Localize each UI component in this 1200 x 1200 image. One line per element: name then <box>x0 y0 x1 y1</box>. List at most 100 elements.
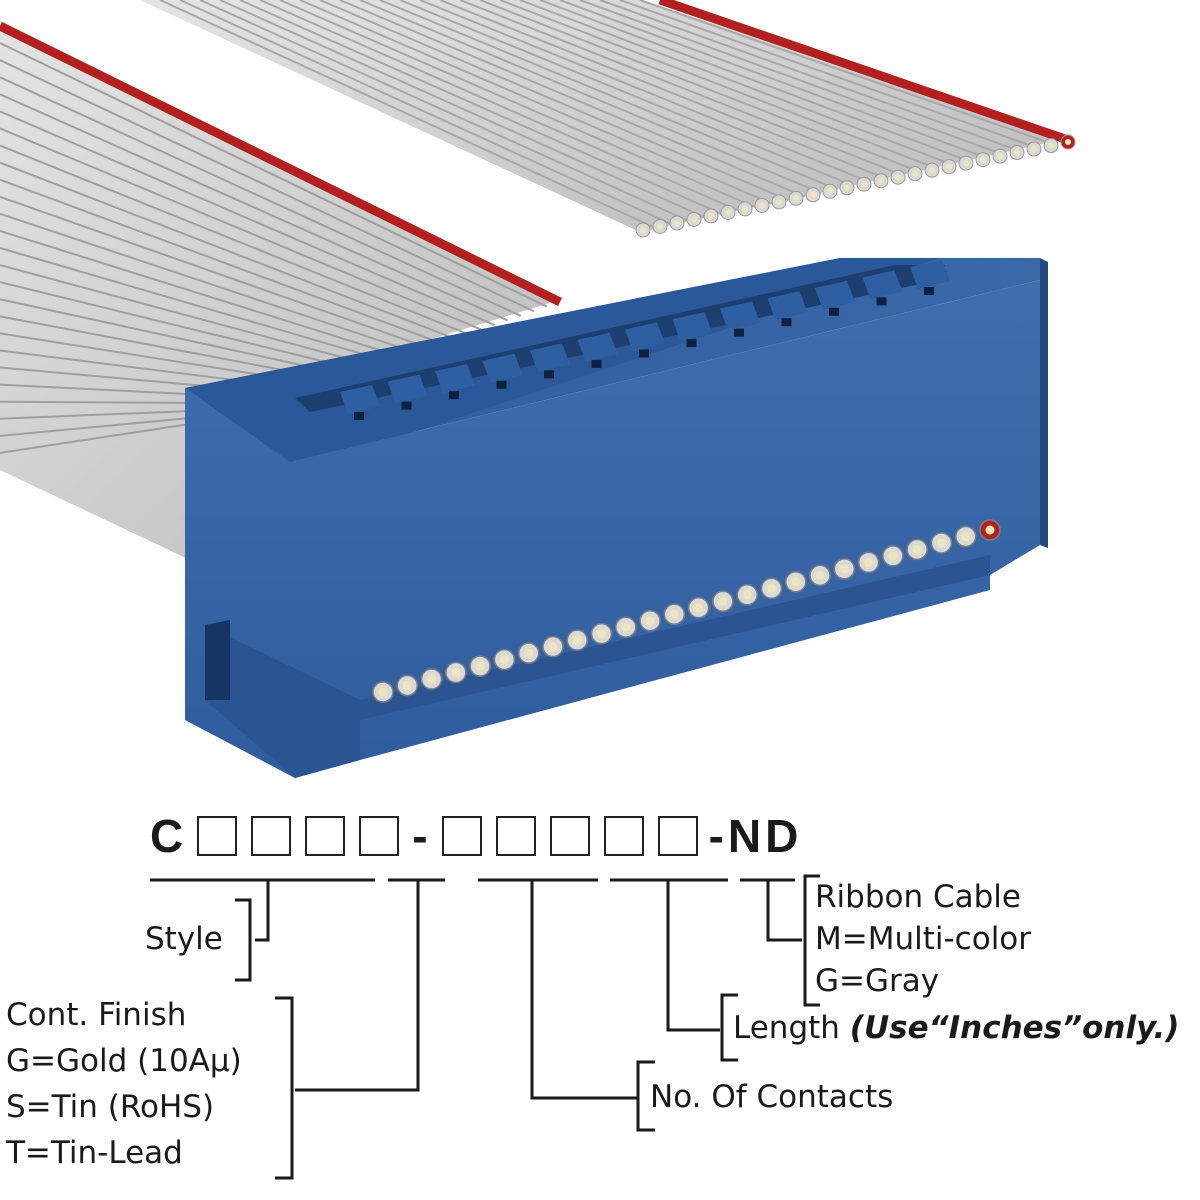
wire-separator <box>259 0 740 212</box>
cont-finish-option-tin-lead: T=Tin-Lead <box>6 1135 183 1171</box>
wire-separator <box>0 161 456 340</box>
contact-opening <box>544 370 554 379</box>
contact-opening <box>354 412 364 420</box>
pin-core <box>499 655 509 665</box>
contact-opening <box>449 391 459 400</box>
conductor-core <box>810 191 816 198</box>
wire-separator <box>359 0 822 194</box>
ribbon-cable-title: Ribbon Cable <box>815 879 1021 915</box>
cont-finish-title: Cont. Finish <box>6 997 187 1033</box>
part-number-separator: - <box>412 810 429 862</box>
pin-core <box>475 661 485 671</box>
wire-separator <box>199 0 690 223</box>
wire-separator <box>0 110 496 326</box>
conductor-core <box>1031 146 1037 153</box>
slot-tooth <box>720 301 760 331</box>
pin-core <box>985 525 995 535</box>
style-finish-box-group <box>190 816 406 856</box>
conductor-core <box>895 174 901 181</box>
pin-core <box>694 603 704 613</box>
pin-core <box>815 570 825 580</box>
pin-core <box>961 531 971 541</box>
slot-tooth <box>767 291 808 321</box>
conductor-core <box>691 216 697 223</box>
length-note-close: only.) <box>1082 1010 1180 1046</box>
slot-tooth <box>625 322 665 352</box>
pin-core <box>621 622 631 632</box>
part-number-box <box>549 816 590 856</box>
ribbon-cable-upper <box>140 0 1076 238</box>
pin-core <box>864 557 874 567</box>
contact-opening <box>401 401 412 410</box>
wire-separator <box>159 0 657 230</box>
conductor-core <box>980 156 986 163</box>
slot-tooth <box>482 353 523 383</box>
wire-separator <box>0 144 469 336</box>
pin-core <box>451 668 461 678</box>
connector-illustration <box>0 0 1076 778</box>
wire-separator <box>179 0 674 226</box>
pin-core <box>839 564 849 574</box>
contact-opening <box>781 318 792 327</box>
style-label: Style <box>145 921 223 957</box>
conductor-core <box>1048 142 1054 149</box>
conductor-core <box>657 223 663 230</box>
pin-core <box>427 674 437 684</box>
conductor-core <box>997 153 1003 160</box>
wire-separator <box>339 0 806 198</box>
pin-core <box>912 544 922 554</box>
wire-separator <box>279 0 756 209</box>
part-number-box <box>251 816 292 856</box>
slot-tooth <box>815 280 855 310</box>
wire-separator <box>559 0 987 159</box>
conductor-core <box>793 195 799 202</box>
ribbon-cable-option-multicolor: M=Multi-color <box>815 921 1032 957</box>
conductor-core <box>1065 139 1071 145</box>
conductor-core <box>725 209 731 216</box>
pin-core <box>548 642 558 652</box>
wire-separator <box>539 0 970 163</box>
cont-finish-option-gold: G=Gold (10Aμ) <box>6 1043 242 1079</box>
pin-core <box>766 583 776 593</box>
pin-core <box>572 635 582 645</box>
wire-separator <box>219 0 707 219</box>
contact-opening <box>734 328 744 337</box>
conductor-core <box>776 198 782 205</box>
pin-core <box>645 616 655 626</box>
conductor-core <box>912 170 918 177</box>
wire-separator <box>579 0 1003 156</box>
wire-separator <box>0 264 378 368</box>
pin-core <box>597 629 607 639</box>
conductor-core <box>759 202 765 209</box>
contact-opening <box>496 380 507 389</box>
length-title: Length <box>733 1010 840 1046</box>
wire-separator <box>0 59 535 313</box>
wire-separator <box>639 0 1052 145</box>
red-stripe-lower <box>0 21 562 307</box>
wire-separator <box>619 0 1036 149</box>
contact-opening <box>639 349 649 358</box>
part-number-suffix: -ND <box>708 810 803 862</box>
part-number-prefix: C <box>150 810 185 862</box>
wire-separator <box>419 0 871 184</box>
wire-separator <box>239 0 723 216</box>
slot-tooth <box>910 260 950 289</box>
conductor-core <box>878 177 884 184</box>
conductor-core <box>844 184 850 191</box>
wire-separator <box>0 178 443 345</box>
pin-core <box>378 687 388 697</box>
pin-core <box>402 681 412 691</box>
wire-separator <box>0 93 509 322</box>
slot-tooth <box>387 374 428 404</box>
wire-separator <box>499 0 937 170</box>
no-of-contacts-label: No. Of Contacts <box>650 1079 894 1115</box>
contact-opening <box>876 297 887 306</box>
part-number-box <box>495 816 536 856</box>
conductor-core <box>708 212 714 219</box>
wire-separator <box>0 195 430 350</box>
part-number-box <box>441 816 482 856</box>
wire-separator <box>0 127 482 331</box>
conductor-core <box>640 227 646 233</box>
